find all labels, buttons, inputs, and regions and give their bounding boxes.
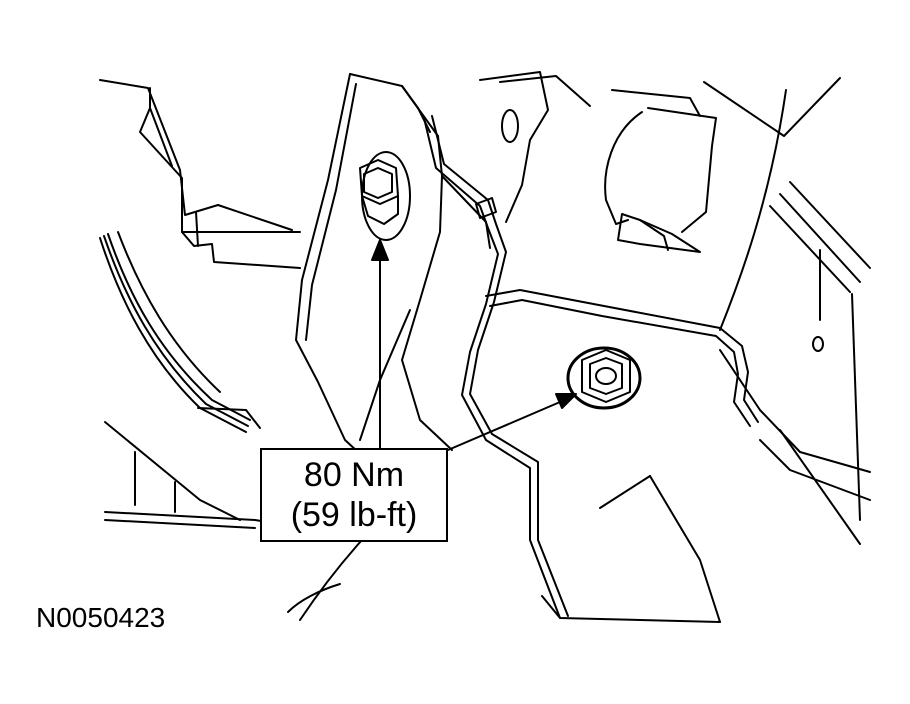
lower-right-bracket [287, 349, 871, 623]
torque-metric-value: 80 Nm [303, 456, 405, 494]
central-arm [295, 73, 491, 453]
lower-arrow-icon [447, 393, 577, 451]
torque-callout: 80 Nm (59 lb-ft) [260, 448, 448, 542]
upper-arrow-icon [371, 239, 389, 449]
upper-hex-bolt-icon [359, 151, 411, 241]
left-upper-bracket [99, 79, 301, 269]
left-curved-flange [99, 231, 261, 433]
torque-imperial-value: (59 lb-ft) [290, 496, 418, 534]
lower-hex-nut-icon [566, 346, 642, 410]
brake-tube [423, 115, 759, 619]
lower-left-structure [104, 421, 281, 529]
figure-id: N0050423 [36, 602, 166, 633]
stud-bolt-icon [475, 197, 497, 219]
upper-right-panels [479, 71, 871, 521]
